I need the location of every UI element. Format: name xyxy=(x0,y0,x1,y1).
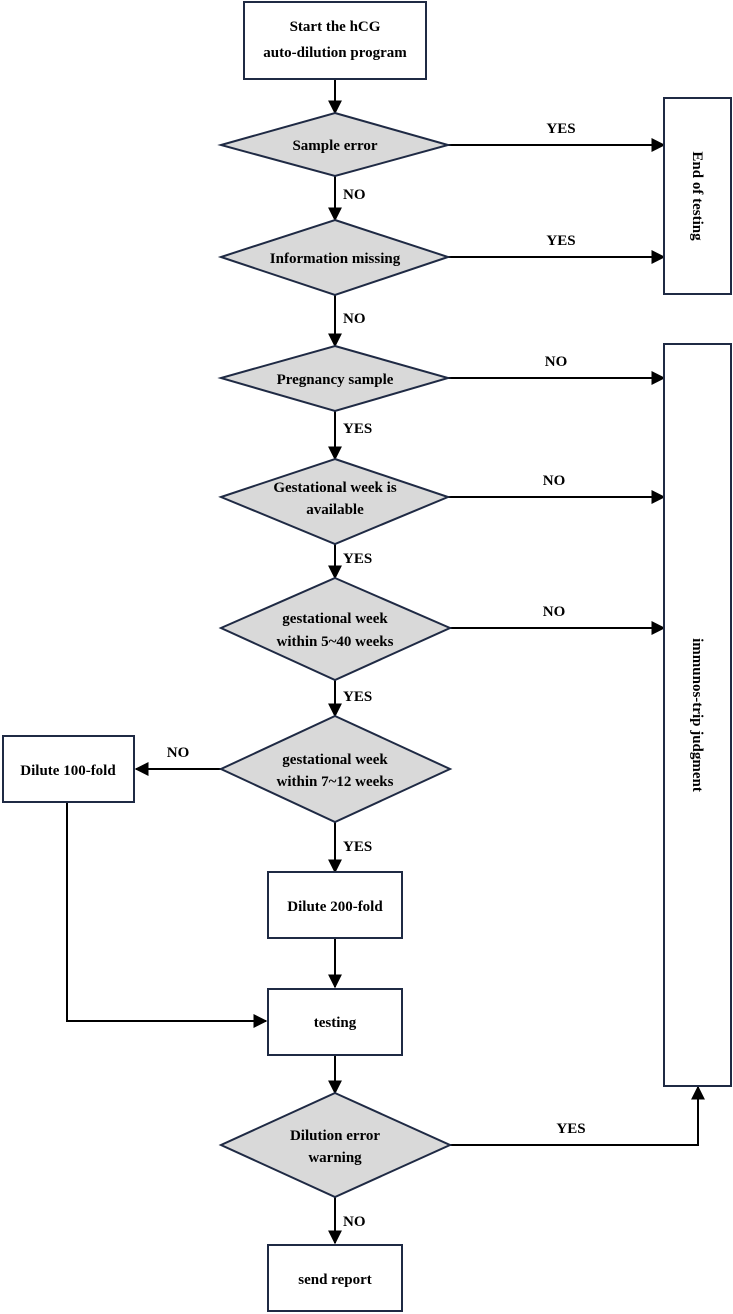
dilute-100-label: Dilute 100-fold xyxy=(20,763,116,779)
end-of-testing-label: End of testing xyxy=(689,151,705,241)
gestational-week-available-line-2: available xyxy=(306,502,364,518)
send-report-label: send report xyxy=(298,1272,371,1288)
testing-label: testing xyxy=(314,1015,357,1031)
edge-label-sample-error-yes: YES xyxy=(546,121,575,137)
dilution-error-warning-decision: Dilution error warning xyxy=(218,1091,453,1199)
edge-label-gw-7-12-no: NO xyxy=(167,745,190,761)
information-missing-label: Information missing xyxy=(270,251,401,267)
dilute-200-node: Dilute 200-fold xyxy=(267,871,403,939)
gestational-week-5-40-line-1: gestational week xyxy=(282,611,388,627)
edge-label-gw-7-12-yes: YES xyxy=(343,839,372,855)
pregnancy-sample-label: Pregnancy sample xyxy=(277,372,394,388)
edge-label-gw-available-yes: YES xyxy=(343,551,372,567)
edge-label-gw-5-40-yes: YES xyxy=(343,689,372,705)
edge-label-gw-5-40-no: NO xyxy=(543,604,566,620)
edge-label-dilution-error-no: NO xyxy=(343,1214,366,1230)
sample-error-decision: Sample error xyxy=(217,111,452,178)
gestational-week-7-12-decision: gestational week within 7~12 weeks xyxy=(218,714,453,824)
edge-label-pregnancy-no: NO xyxy=(545,354,568,370)
immunostrip-judgment-node: immunos-trip judgment xyxy=(663,343,732,1087)
start-node: Start the hCG auto-dilution program xyxy=(243,1,427,80)
gestational-week-available-decision: Gestational week is available xyxy=(218,457,451,546)
connectors xyxy=(66,79,705,1245)
testing-node: testing xyxy=(267,988,403,1056)
edge-label-info-missing-no: NO xyxy=(343,311,366,327)
sample-error-label: Sample error xyxy=(292,138,377,154)
dilute-200-label: Dilute 200-fold xyxy=(287,899,383,915)
gestational-week-available-line-1: Gestational week is xyxy=(273,480,396,496)
information-missing-decision: Information missing xyxy=(217,218,452,297)
gestational-week-5-40-decision: gestational week within 5~40 weeks xyxy=(218,576,453,682)
edge-label-gw-available-no: NO xyxy=(543,473,566,489)
edge-dilution-error-yes xyxy=(450,1085,705,1146)
immunostrip-judgment-label: immunos-trip judgment xyxy=(689,638,705,792)
dilute-100-node: Dilute 100-fold xyxy=(2,735,135,803)
send-report-node: send report xyxy=(267,1244,403,1312)
pregnancy-sample-decision: Pregnancy sample xyxy=(217,344,452,413)
start-node-line-2: auto-dilution program xyxy=(263,45,407,61)
edge-labels: YES NO YES NO NO YES NO YES NO YES NO YE… xyxy=(167,121,586,1230)
gestational-week-7-12-line-2: within 7~12 weeks xyxy=(277,774,394,790)
end-of-testing-node: End of testing xyxy=(663,97,732,295)
gestational-week-5-40-line-2: within 5~40 weeks xyxy=(277,634,394,650)
edge-label-info-missing-yes: YES xyxy=(546,233,575,249)
edge-label-pregnancy-yes: YES xyxy=(343,421,372,437)
start-node-line-1: Start the hCG xyxy=(290,19,381,35)
edge-label-sample-error-no: NO xyxy=(343,187,366,203)
dilution-error-warning-line-2: warning xyxy=(308,1150,362,1166)
gestational-week-7-12-line-1: gestational week xyxy=(282,752,388,768)
edge-label-dilution-error-yes: YES xyxy=(556,1121,585,1137)
dilution-error-warning-line-1: Dilution error xyxy=(290,1128,380,1144)
edge-dilute100-to-testing xyxy=(66,802,268,1028)
